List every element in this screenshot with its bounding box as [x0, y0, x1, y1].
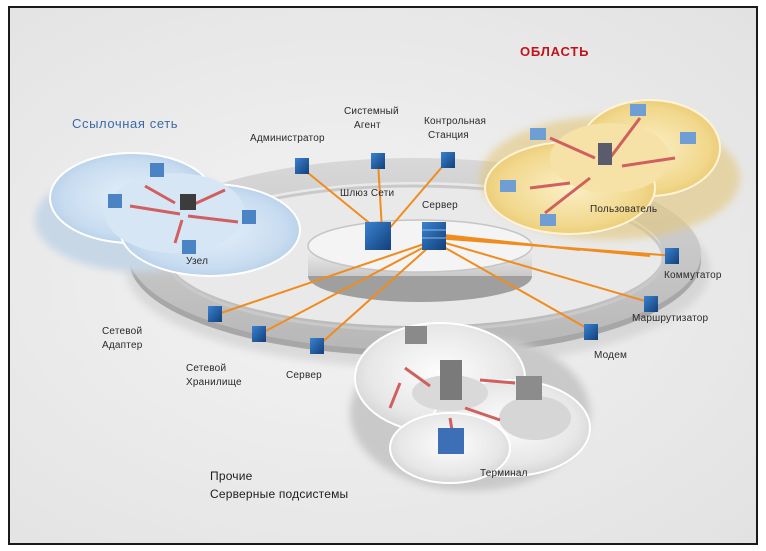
- label-agent-2: Агент: [354, 120, 381, 131]
- left-cluster-title: Ссылочная сеть: [72, 116, 179, 131]
- bottom-caption-line1: Прочие: [210, 469, 253, 483]
- right-cluster-title: ОБЛАСТЬ: [520, 44, 590, 59]
- label-gateway: Шлюз Сети: [340, 188, 395, 199]
- link-admin-gateway: [301, 167, 379, 231]
- disk-array-icon: [516, 376, 542, 400]
- pc-icon: [630, 104, 646, 116]
- label-adapter-2: Адаптер: [102, 340, 143, 351]
- link-server-modem: [434, 241, 591, 331]
- modem-device-icon: [584, 324, 598, 340]
- label-modem: Модем: [594, 350, 628, 361]
- label-left-node: Узел: [186, 256, 209, 267]
- right-cluster-flows: [529, 117, 676, 215]
- bottom-cluster-cloud: [350, 322, 591, 491]
- pc-icon: [500, 180, 516, 192]
- label-server-small: Сервер: [286, 370, 322, 381]
- gateway-device-icon: [365, 222, 391, 250]
- link-server-terminal: [434, 237, 677, 257]
- switch-device-icon: [665, 248, 679, 264]
- links: [217, 159, 677, 347]
- pc-icon: [150, 163, 164, 177]
- pc-icon: [182, 240, 196, 254]
- link-server-storage: [259, 243, 431, 335]
- pc-icon: [680, 132, 696, 144]
- label-station-2: Станция: [428, 130, 469, 141]
- router-device-icon: [644, 296, 658, 312]
- admin-device-icon: [295, 158, 309, 174]
- link-agent-gateway: [377, 160, 383, 231]
- label-admin: Администратор: [250, 133, 325, 144]
- adapter-device-icon: [208, 306, 222, 322]
- label-station-1: Контрольная: [424, 116, 487, 127]
- server-rack-icon: [405, 326, 427, 344]
- station-device-icon: [441, 152, 455, 168]
- label-server: Сервер: [422, 200, 458, 211]
- people-icon: [440, 360, 462, 400]
- label-agent-1: Системный: [344, 106, 399, 117]
- link-server-adapter: [217, 241, 431, 315]
- agent-device-icon: [371, 153, 385, 169]
- label-terminal: Терминал: [480, 468, 528, 479]
- left-cluster-flows: [129, 184, 239, 244]
- storage-device-icon: [252, 326, 266, 342]
- pc-icon: [540, 214, 556, 226]
- devices: [108, 104, 696, 454]
- pc-icon: [242, 210, 256, 224]
- central-hub: [307, 219, 533, 302]
- people-icon: [598, 143, 612, 165]
- label-router: Маршрутизатор: [632, 313, 709, 324]
- link-station-gateway: [387, 159, 449, 231]
- pc-icon: [530, 128, 546, 140]
- label-adapter-1: Сетевой: [102, 326, 143, 337]
- left-cluster-cloud: [35, 152, 301, 277]
- storage-icon: [438, 428, 464, 454]
- diagram-frame: Ссылочная сеть ОБЛАСТЬ Администратор Сис…: [8, 6, 758, 545]
- label-user: Пользователь: [590, 204, 658, 215]
- hub-node-icon: [180, 194, 196, 210]
- link-server-server: [317, 245, 431, 347]
- server-small-device-icon: [310, 338, 324, 354]
- bottom-caption-line2: Серверные подсистемы: [210, 487, 349, 501]
- link-server-router: [434, 239, 653, 304]
- label-storage-1: Сетевой: [186, 363, 227, 374]
- network-diagram: [35, 99, 740, 491]
- label-storage-2: Хранилище: [186, 377, 242, 388]
- right-cluster-cloud: [480, 99, 740, 240]
- pc-icon: [108, 194, 122, 208]
- label-switch: Коммутатор: [664, 270, 722, 281]
- server-device-icon: [422, 222, 446, 250]
